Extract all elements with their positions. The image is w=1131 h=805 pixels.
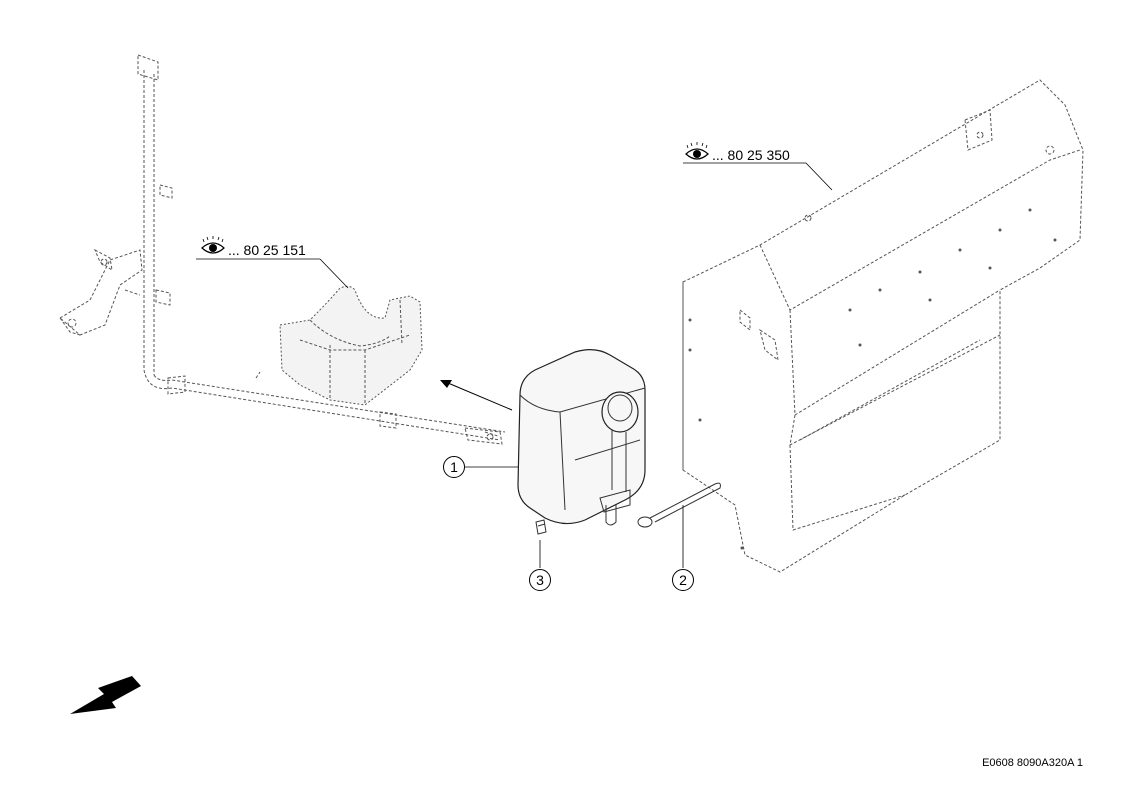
reference-text: ... 80 25 350 (712, 147, 790, 163)
frame-assembly (59, 54, 506, 445)
leader-lines (196, 162, 833, 568)
small-fitting (535, 519, 547, 535)
callout-1: 1 (443, 456, 465, 478)
callout-number: 2 (679, 572, 687, 588)
callout-3: 3 (529, 569, 551, 591)
callout-number: 3 (536, 572, 544, 588)
reference-text: ... 80 25 151 (228, 242, 306, 258)
install-direction-arrow (440, 380, 513, 411)
reservoir-tank (517, 349, 646, 526)
reference-80-25-151: ... 80 25 151 (201, 236, 306, 258)
reference-80-25-350: ... 80 25 350 (685, 142, 790, 163)
drawing-code: E0608 8090A320A 1 (982, 757, 1083, 769)
eye-icon (201, 236, 225, 254)
callout-number: 1 (450, 459, 458, 475)
callout-2: 2 (672, 569, 694, 591)
eye-icon (685, 142, 709, 160)
orientation-arrow-icon (70, 676, 141, 714)
linch-pin (637, 482, 721, 528)
housing-assembly (682, 79, 1084, 573)
tank-cradle (279, 285, 423, 406)
